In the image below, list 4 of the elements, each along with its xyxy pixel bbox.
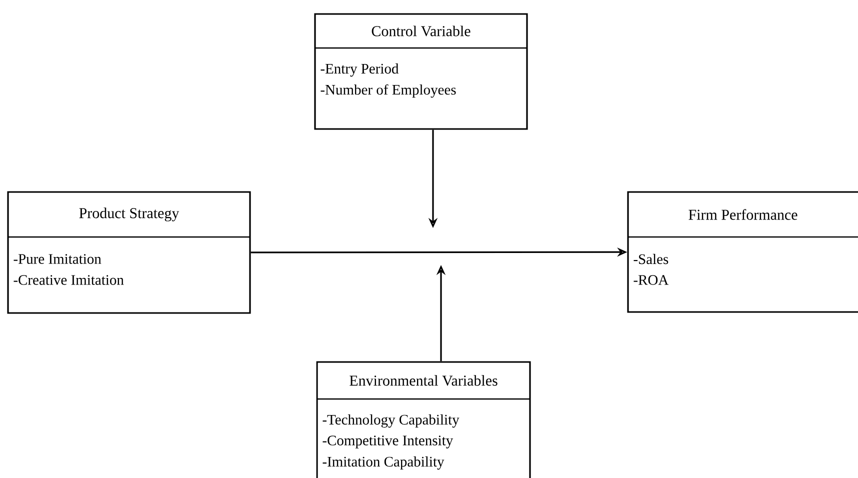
titled-box: Product Strategy -Pure Imitation -Creative Imitation bbox=[7, 191, 251, 314]
titled-box: Firm Performance -Sales -ROA bbox=[627, 191, 858, 313]
titled-box: Control Variable -Entry Period -Number of Employees bbox=[314, 13, 528, 130]
titled-box: Environmental Variables -Technology Capability -Competitive Intensity -Imitation Capability bbox=[316, 361, 531, 478]
